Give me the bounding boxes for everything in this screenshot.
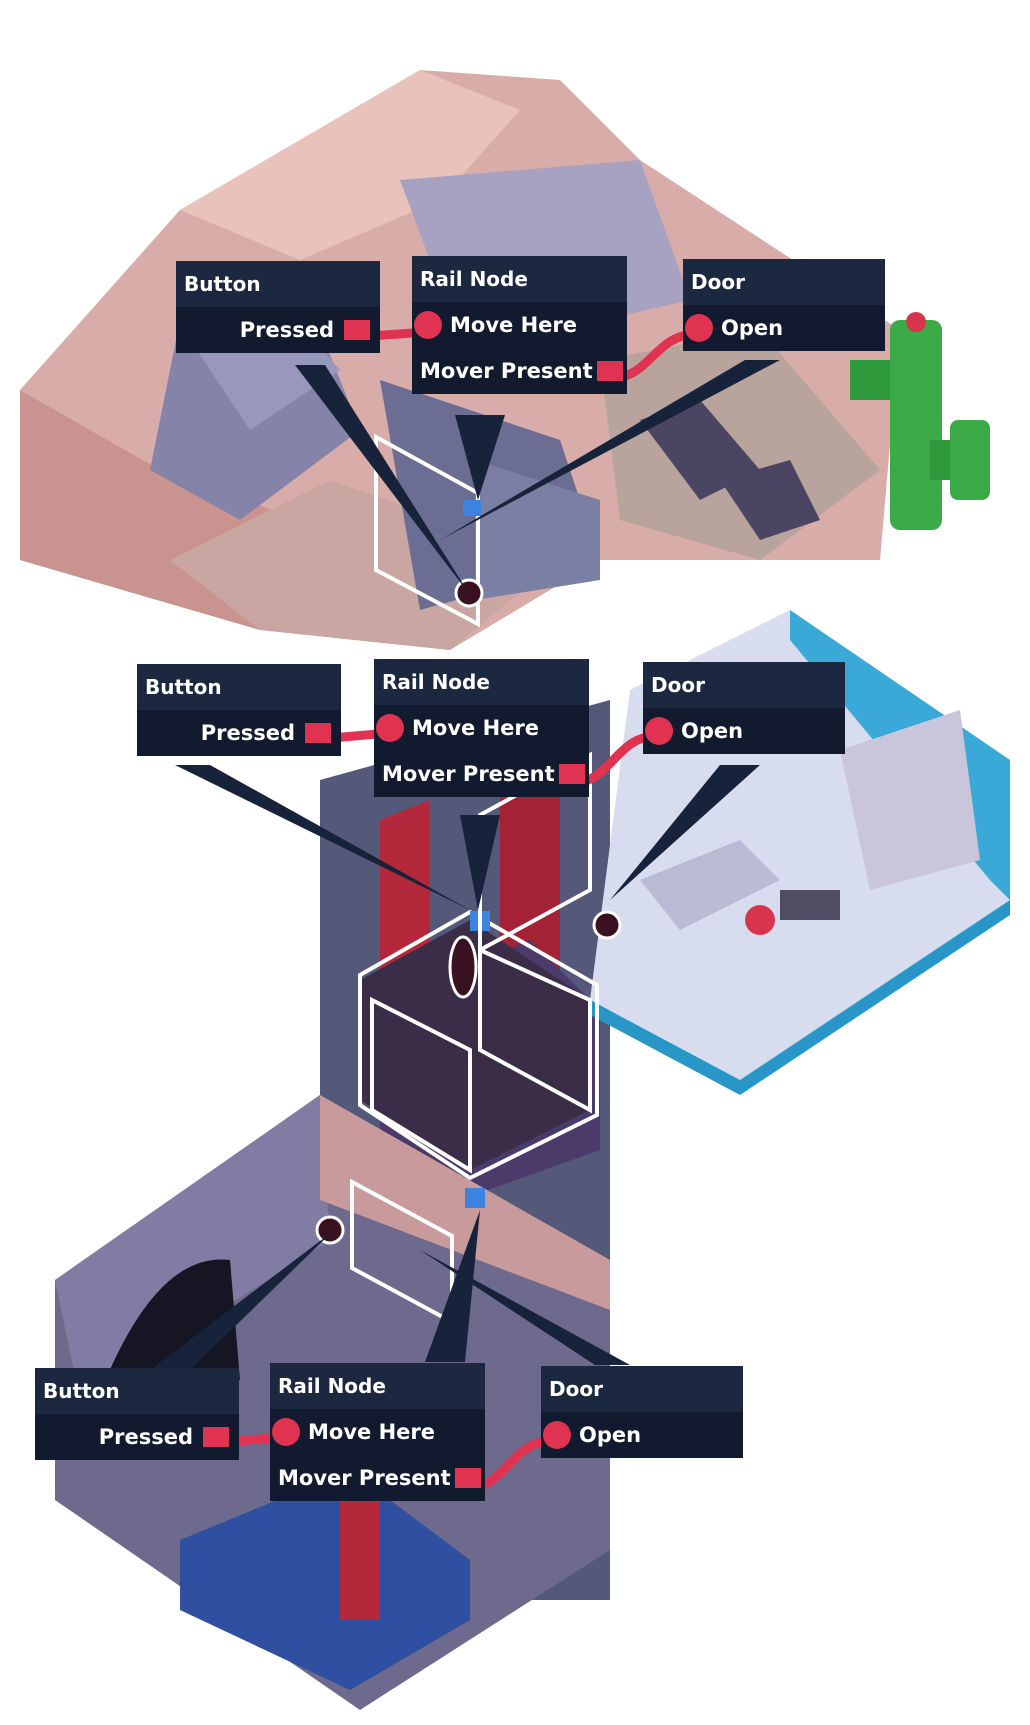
move-here-input-pin[interactable] <box>272 1418 300 1446</box>
pressed-port-label: Pressed <box>239 318 334 342</box>
open-port[interactable]: Open <box>541 1412 743 1458</box>
button-pressed-port[interactable]: Pressed <box>137 710 341 756</box>
button-pressed-port[interactable]: Pressed <box>176 307 380 353</box>
callout-pointers <box>150 360 780 1370</box>
pressed-output-pin[interactable] <box>305 723 331 743</box>
button-node-title: Button <box>137 664 341 710</box>
open-input-pin[interactable] <box>645 717 673 745</box>
mover-present-label: Mover Present <box>382 762 555 786</box>
move-here-port[interactable]: Move Here <box>270 1409 485 1455</box>
door-node-title: Door <box>643 662 845 708</box>
button-pressed-port[interactable]: Pressed <box>35 1414 239 1460</box>
mover-present-port[interactable]: Mover Present <box>270 1455 485 1501</box>
move-here-port[interactable]: Move Here <box>412 302 627 348</box>
cactus <box>850 312 990 530</box>
move-here-input-pin[interactable] <box>376 714 404 742</box>
move-here-port[interactable]: Move Here <box>374 705 589 751</box>
rail-node-title: Rail Node <box>270 1363 485 1409</box>
open-input-pin[interactable] <box>543 1421 571 1449</box>
top-elevator <box>374 380 600 628</box>
rail-node-top[interactable]: Rail Node Move Here Mover Present <box>412 256 627 394</box>
button-node-title: Button <box>176 261 380 307</box>
door-node-title: Door <box>683 259 885 305</box>
move-here-label: Move Here <box>308 1420 435 1444</box>
mover-present-label: Mover Present <box>278 1466 451 1490</box>
door-node-bottom[interactable]: Door Open <box>541 1366 743 1458</box>
move-here-label: Move Here <box>450 313 577 337</box>
rail-node-title: Rail Node <box>412 256 627 302</box>
pressed-output-pin[interactable] <box>344 320 370 340</box>
mover-present-output-pin[interactable] <box>597 361 623 381</box>
middle-elevator <box>358 751 622 1181</box>
mover-present-output-pin[interactable] <box>559 764 585 784</box>
button-node-top[interactable]: Button Pressed <box>176 261 380 353</box>
rail-node-middle[interactable]: Rail Node Move Here Mover Present <box>374 659 589 797</box>
move-here-label: Move Here <box>412 716 539 740</box>
door-node-middle[interactable]: Door Open <box>643 662 845 754</box>
open-port[interactable]: Open <box>683 305 885 351</box>
button-node-middle[interactable]: Button Pressed <box>137 664 341 756</box>
button-node-title: Button <box>35 1368 239 1414</box>
pressed-output-pin[interactable] <box>203 1427 229 1447</box>
open-label: Open <box>721 316 784 340</box>
button-node-bottom[interactable]: Button Pressed <box>35 1368 239 1460</box>
open-label: Open <box>579 1423 642 1447</box>
door-node-top[interactable]: Door Open <box>683 259 885 351</box>
open-input-pin[interactable] <box>685 314 713 342</box>
move-here-input-pin[interactable] <box>414 311 442 339</box>
open-label: Open <box>681 719 744 743</box>
rail-node-bottom[interactable]: Rail Node Move Here Mover Present <box>270 1363 485 1501</box>
rail-node-title: Rail Node <box>374 659 589 705</box>
open-port[interactable]: Open <box>643 708 845 754</box>
pressed-port-label: Pressed <box>98 1425 193 1449</box>
mover-present-port[interactable]: Mover Present <box>412 348 627 394</box>
mover-present-port[interactable]: Mover Present <box>374 751 589 797</box>
mover-present-output-pin[interactable] <box>455 1468 481 1488</box>
mover-present-label: Mover Present <box>420 359 593 383</box>
door-node-title: Door <box>541 1366 743 1412</box>
pressed-port-label: Pressed <box>200 721 295 745</box>
